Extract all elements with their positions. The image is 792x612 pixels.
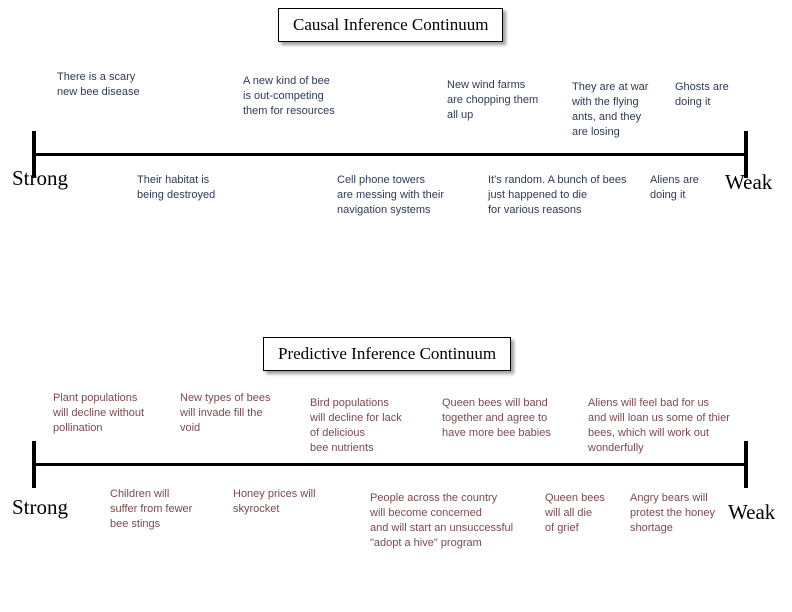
predictive-below-item-4: Queen bees will all die of grief	[545, 492, 605, 534]
causal-below-item-3: It's random. A bunch of bees just happen…	[488, 174, 627, 216]
causal-axis-cap-right	[744, 131, 748, 178]
causal-continuum-title: Causal Inference Continuum	[278, 8, 504, 42]
predictive-axis-line	[32, 463, 748, 466]
causal-endpoint-strong: Strong	[12, 166, 69, 190]
causal-below-item-1: Their habitat is being destroyed	[137, 174, 216, 201]
predictive-above-item-4: Queen bees will band together and agree …	[442, 397, 551, 439]
predictive-endpoint-weak: Weak	[728, 500, 776, 524]
causal-above-item-4: They are at war with the flying ants, an…	[572, 81, 649, 138]
predictive-above-item-2: New types of bees will invade fill the v…	[180, 392, 271, 434]
predictive-below-item-5: Angry bears will protest the honey short…	[630, 492, 716, 534]
causal-axis-line	[32, 153, 748, 156]
causal-above-item-3: New wind farms are chopping them all up	[447, 79, 539, 121]
causal-above-item-2: A new kind of bee is out-competing them …	[243, 75, 335, 117]
predictive-below-item-2: Honey prices will skyrocket	[233, 488, 316, 515]
predictive-axis-cap-right	[744, 441, 748, 488]
predictive-endpoint-strong: Strong	[12, 495, 69, 519]
predictive-above-item-1: Plant populations will decline without p…	[53, 392, 145, 434]
causal-above-item-5: Ghosts are doing it	[675, 81, 729, 108]
predictive-continuum-title: Predictive Inference Continuum	[263, 337, 512, 371]
predictive-axis-cap-left	[32, 441, 36, 488]
causal-below-item-2: Cell phone towers are messing with their…	[337, 174, 444, 216]
predictive-below-item-3: People across the country will become co…	[370, 492, 514, 549]
causal-axis-cap-left	[32, 131, 36, 178]
predictive-above-item-3: Bird populations will decline for lack o…	[310, 397, 402, 454]
causal-endpoint-weak: Weak	[725, 170, 773, 194]
causal-above-item-1: There is a scary new bee disease	[57, 71, 140, 98]
predictive-above-item-5: Aliens will feel bad for us and will loa…	[588, 397, 730, 454]
predictive-below-item-1: Children will suffer from fewer bee stin…	[110, 488, 193, 530]
causal-below-item-4: Aliens are doing it	[650, 174, 699, 201]
